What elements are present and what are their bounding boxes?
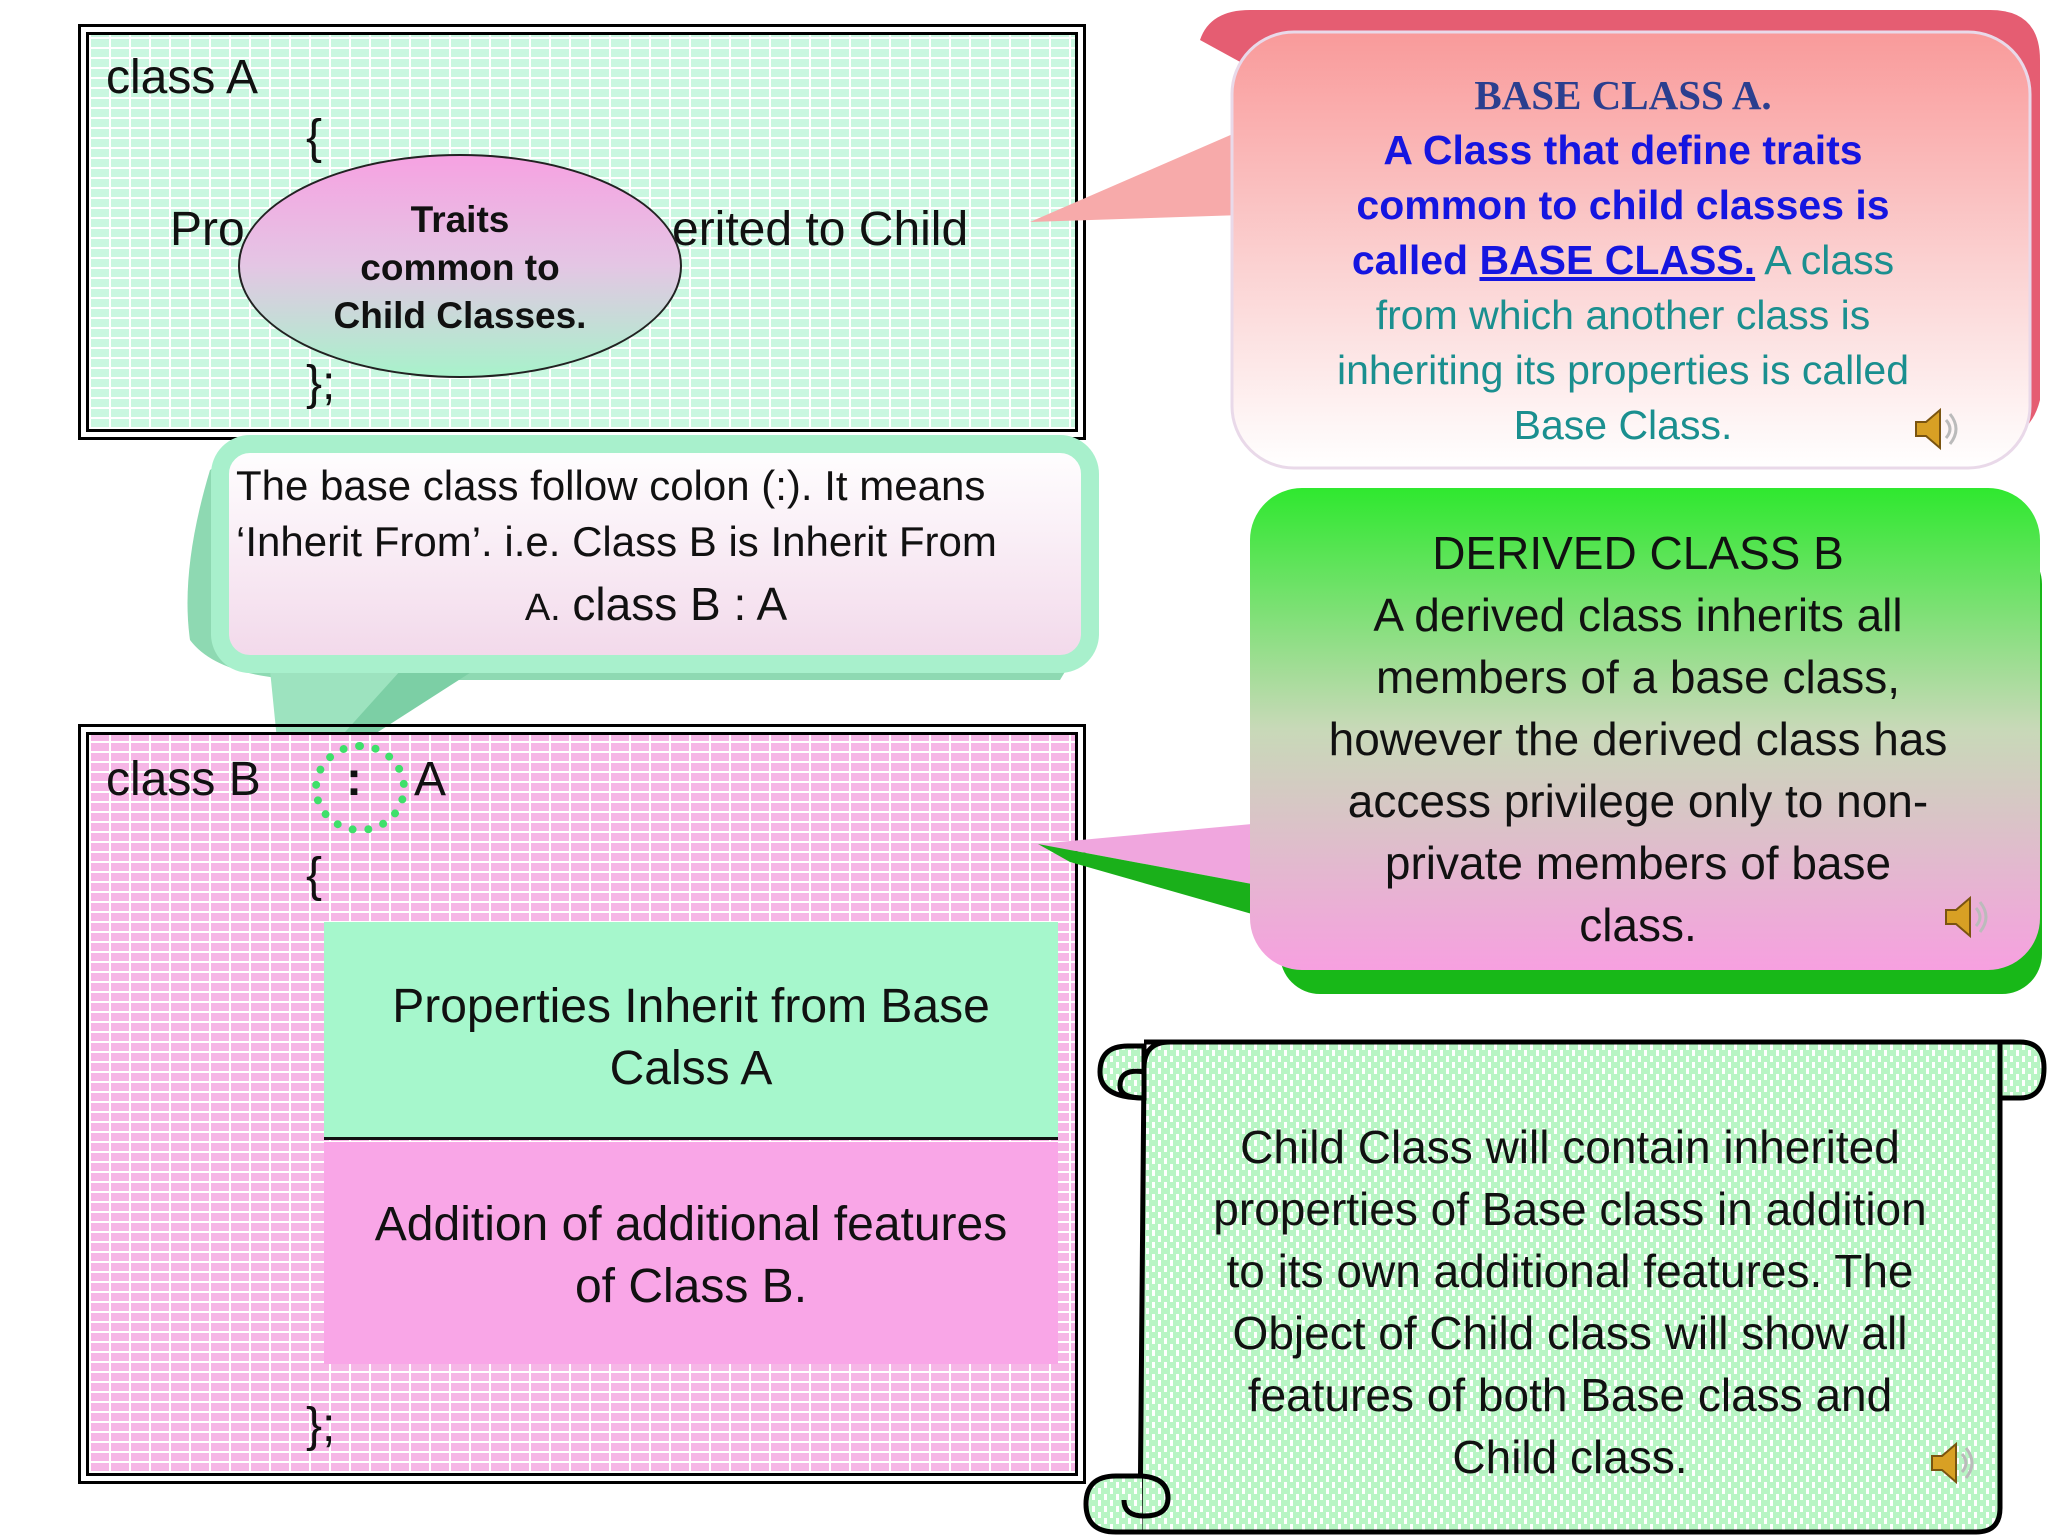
scroll-line-1: Child Class will contain inherited (1240, 1121, 1900, 1173)
speaker-icon[interactable] (1926, 1436, 1980, 1490)
derived-line-4: however the derived class has (1328, 713, 1948, 765)
colon-callout-code: class B : A (572, 578, 788, 630)
inherited-properties-section: Properties Inherit from Base Calss A (324, 922, 1058, 1140)
derived-line-6: private members of base (1384, 837, 1892, 889)
colon-callout-line-2: ‘Inherit From’. i.e. Class B is Inherit … (236, 518, 997, 565)
scroll-note-shape (1083, 1039, 2047, 1535)
additional-features-section: Addition of additional features of Class… (324, 1142, 1058, 1364)
class-b-colon: : (346, 753, 362, 806)
ellipse-line-2: common to (360, 247, 560, 288)
colon-highlight-circle (312, 742, 408, 834)
base-callout-teal-4: from which another class is (1375, 292, 1871, 338)
scroll-note-text: Child Class will contain inherited prope… (1162, 1116, 1978, 1488)
colon-callout-prefix: A. (524, 587, 561, 629)
class-a-close-brace: }; (306, 357, 336, 410)
derived-callout-shape (1038, 488, 2042, 994)
colon-callout-line-1: The base class follow colon (:). It mean… (236, 462, 986, 509)
traits-ellipse: Traits common to Child Classes. (238, 154, 682, 378)
base-class-link[interactable]: BASE CLASS. (1479, 237, 1756, 283)
derived-line-3: members of a base class, (1375, 651, 1901, 703)
class-a-props-left: Pro (170, 203, 245, 256)
base-callout-title: BASE CLASS A. (1474, 72, 1772, 118)
scroll-line-2: properties of Base class in addition (1213, 1183, 1927, 1235)
base-callout-blue-2: common to child classes is (1356, 182, 1890, 228)
base-callout-shape (1030, 10, 2040, 470)
derived-line-7: class. (1579, 899, 1697, 951)
derived-callout-text: DERIVED CLASS B A derived class inherits… (1270, 522, 2006, 956)
class-b-open-brace: { (306, 849, 323, 902)
base-callout-teal-3: A class (1755, 237, 1895, 283)
class-b-header: class B (106, 753, 261, 806)
inherited-line-1: Properties Inherit from Base (392, 980, 990, 1033)
base-callout-teal-5: inheriting its properties is called (1337, 347, 1909, 393)
ellipse-line-3: Child Classes. (333, 295, 587, 336)
colon-callout-text: The base class follow colon (:). It mean… (236, 458, 1076, 636)
base-callout-blue-3: called (1351, 237, 1480, 283)
derived-line-5: access privilege only to non- (1347, 775, 1929, 827)
inherited-line-2: Calss A (609, 1042, 773, 1095)
scroll-line-3: to its own additional features. The (1226, 1245, 1914, 1297)
scroll-line-4: Object of Child class will show all (1232, 1307, 1908, 1359)
scroll-line-6: Child class. (1452, 1431, 1688, 1483)
derived-line-2: A derived class inherits all (1373, 589, 1903, 641)
class-b-close-brace: }; (306, 1399, 336, 1452)
speaker-icon[interactable] (1940, 890, 1994, 944)
additional-line-1: Addition of additional features (374, 1198, 1008, 1251)
class-a-props-right: erited to Child (672, 203, 969, 256)
speaker-icon[interactable] (1910, 402, 1964, 456)
base-callout-blue-1: A Class that define traits (1383, 127, 1863, 173)
base-callout-teal-6: Base Class. (1513, 402, 1733, 448)
class-a-open-brace: { (306, 111, 323, 164)
base-callout-text: BASE CLASS A. A Class that define traits… (1262, 68, 1984, 453)
derived-line-1: DERIVED CLASS B (1432, 527, 1844, 579)
scroll-line-5: features of both Base class and (1247, 1369, 1893, 1421)
additional-line-2: of Class B. (574, 1260, 808, 1313)
ellipse-line-1: Traits (410, 199, 510, 240)
class-b-base-name: A (414, 753, 447, 806)
class-a-header: class A (106, 51, 259, 104)
